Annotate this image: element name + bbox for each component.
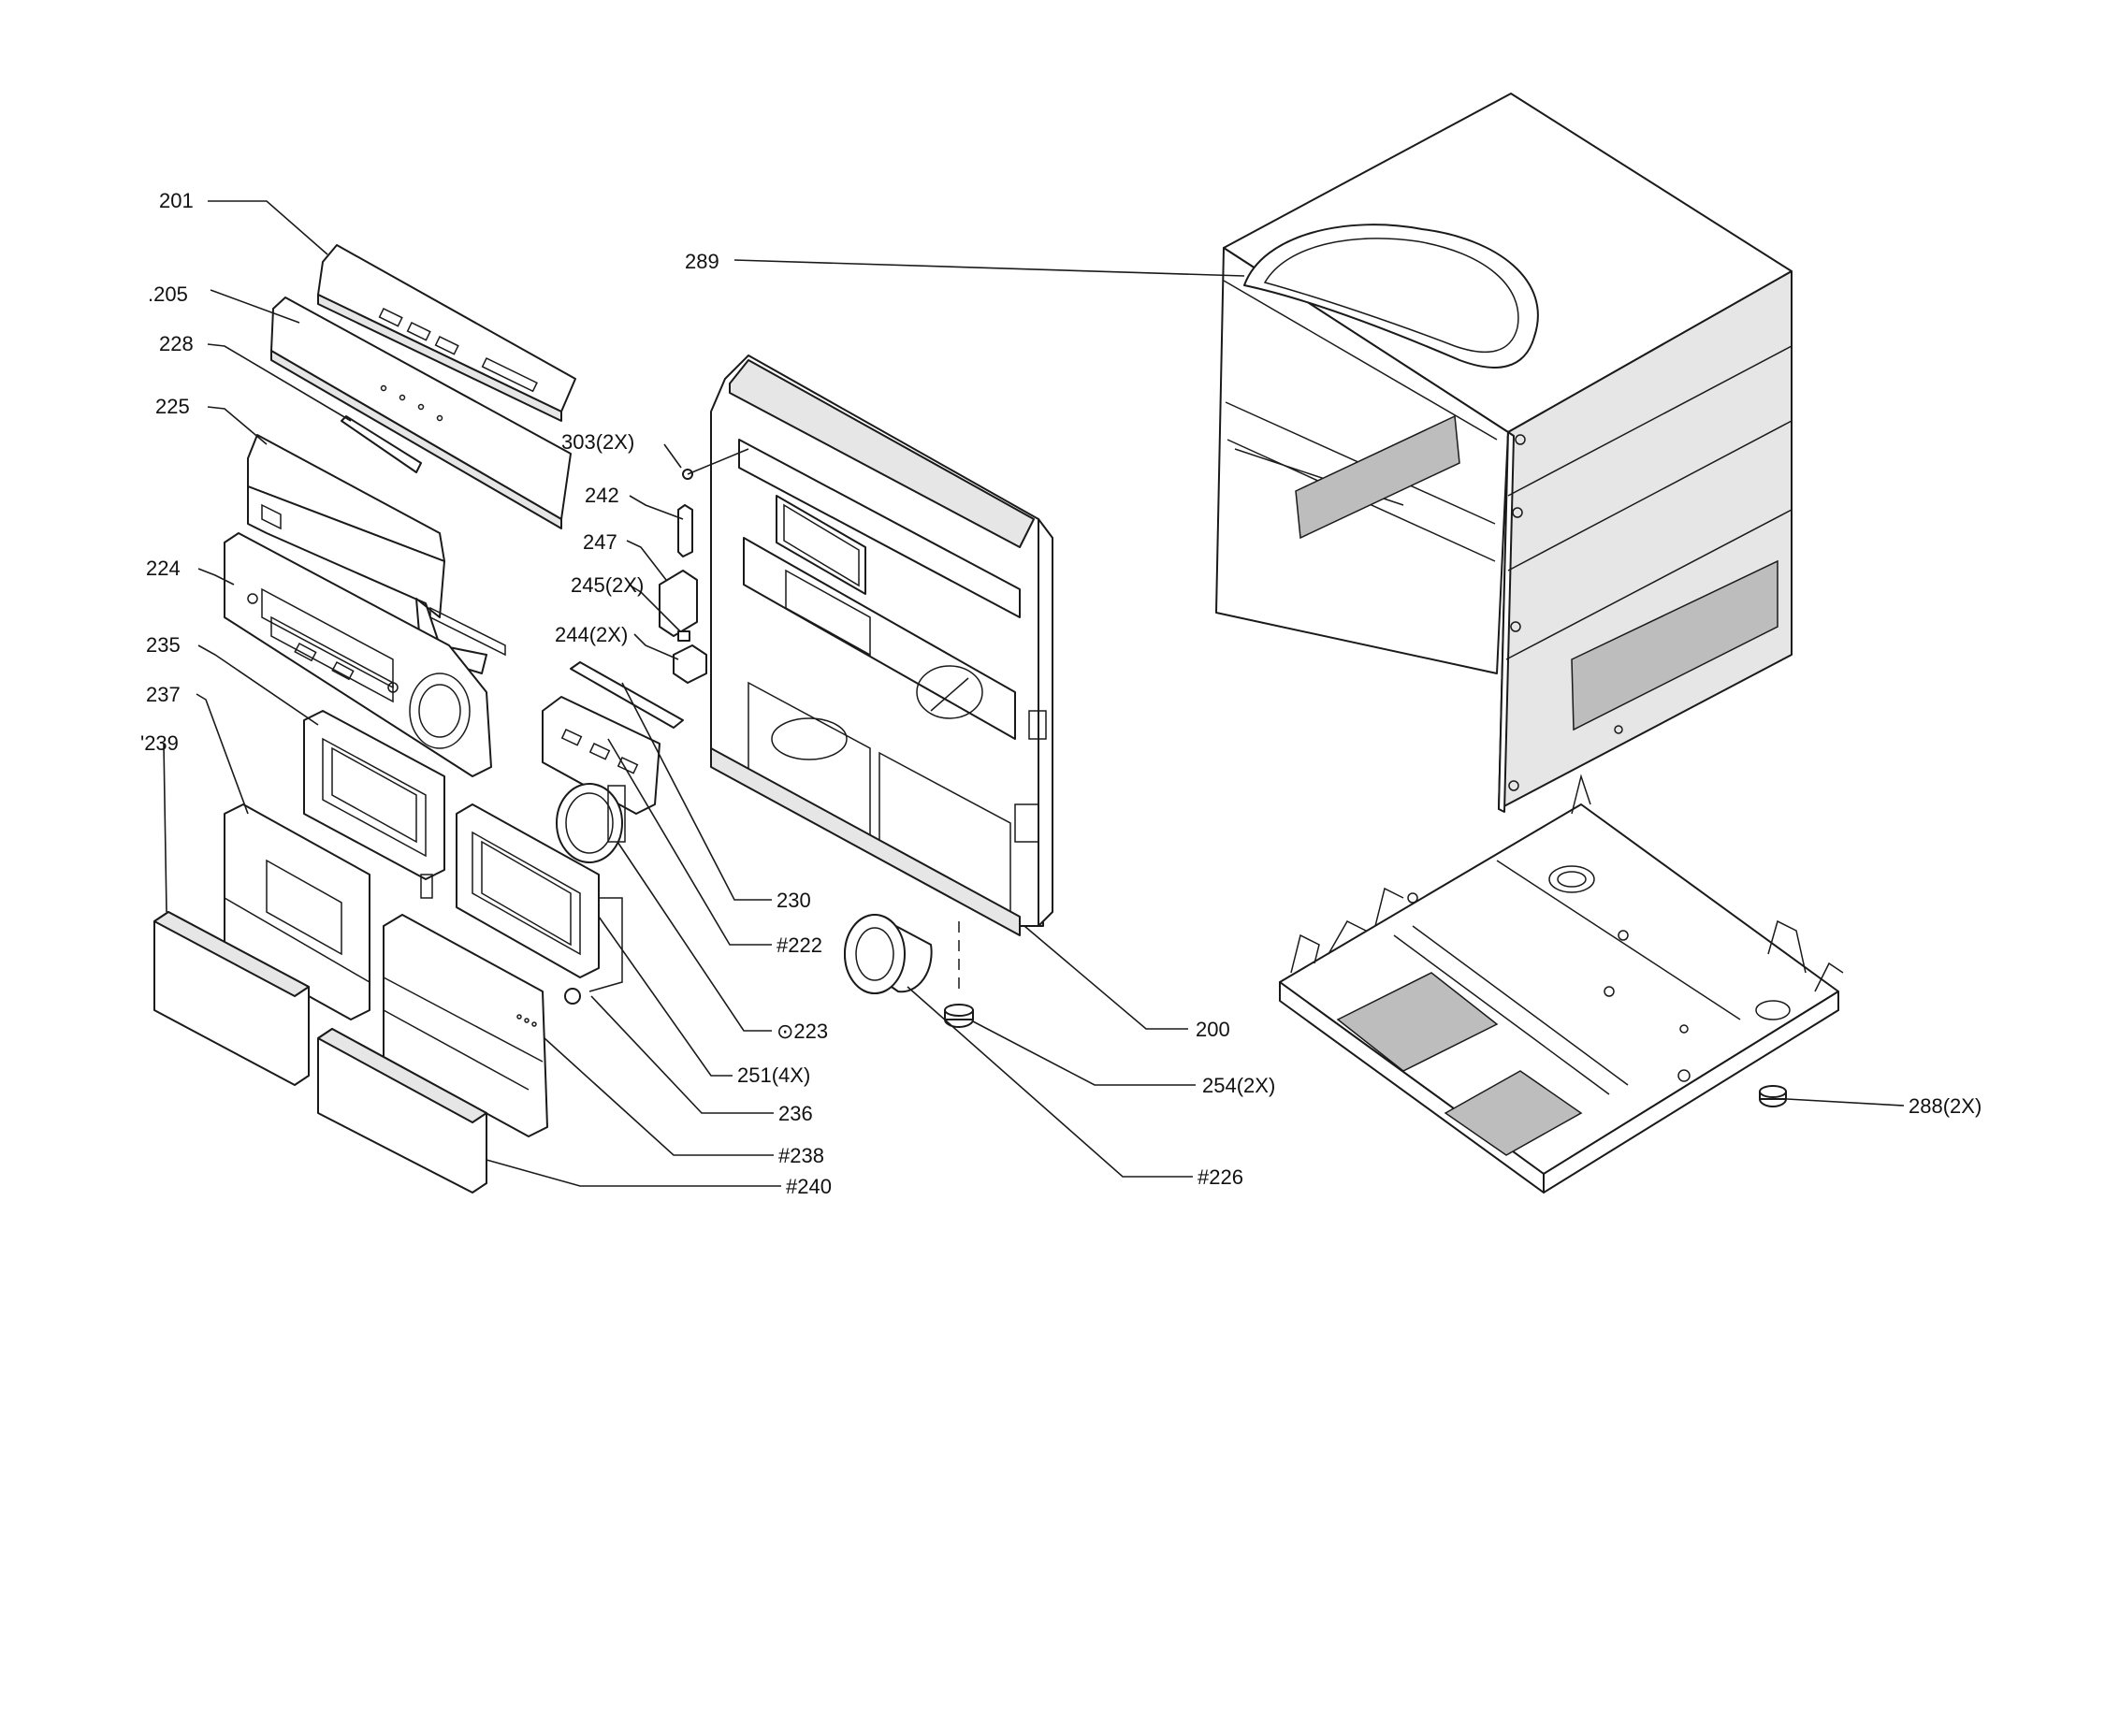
cassette-frame-236 <box>456 803 623 1005</box>
clip-244 <box>673 644 707 684</box>
cabinet-vent-grille-right <box>1571 559 1778 731</box>
cabinet-vent-grille-left <box>1295 414 1460 540</box>
label-238: #238 <box>778 1144 824 1167</box>
cabinet-housing <box>1215 93 1793 813</box>
strip-230 <box>570 661 684 729</box>
label-236: 236 <box>778 1102 813 1125</box>
label-251: 251(4X) <box>737 1063 810 1087</box>
leader-lines <box>163 200 1905 1187</box>
label-223: ⊙223 <box>777 1020 828 1043</box>
small-bracket-242 <box>677 504 693 557</box>
bracket-222 <box>542 696 661 815</box>
front-cover-225 <box>247 434 506 674</box>
door-face-240 <box>317 1028 487 1194</box>
label-240: #240 <box>786 1175 832 1198</box>
screw-303 <box>682 448 749 480</box>
label-228: 228 <box>159 332 194 355</box>
label-225: 225 <box>155 395 190 418</box>
label-254: 254(2X) <box>1202 1074 1275 1097</box>
top-trim-201 <box>317 244 576 422</box>
top-trim-ring-289 <box>1243 224 1539 369</box>
chassis-perforated-plate-b <box>1444 1070 1583 1156</box>
ring-223 <box>556 783 626 863</box>
label-201: 201 <box>159 189 194 212</box>
label-226: #226 <box>1198 1165 1243 1189</box>
small-bracket-247 <box>659 570 698 637</box>
label-303: 303(2X) <box>561 430 634 454</box>
part-labels: 201 .205 228 225 224 235 237 '239 303(2X… <box>140 189 1982 1198</box>
label-245: 245(2X) <box>571 573 644 597</box>
chassis-perforated-plate-a <box>1336 972 1499 1072</box>
label-200: 200 <box>1196 1018 1230 1041</box>
front-bezel-224 <box>224 532 492 777</box>
label-237: 237 <box>146 683 181 706</box>
label-230: 230 <box>777 889 811 912</box>
label-224: 224 <box>146 557 181 580</box>
bottom-chassis <box>1279 774 1844 1194</box>
cassette-frame-235 <box>303 710 445 899</box>
label-288: 288(2X) <box>1909 1094 1982 1118</box>
label-222: #222 <box>777 933 822 957</box>
top-panel-205 <box>270 297 572 529</box>
foot-254 <box>944 921 974 1028</box>
label-239: '239 <box>140 731 179 755</box>
label-247: 247 <box>583 530 617 554</box>
front-panel-200 <box>710 354 1053 936</box>
label-244: 244(2X) <box>555 623 628 646</box>
label-242: 242 <box>585 484 619 507</box>
label-205: .205 <box>148 282 188 306</box>
clip-245 <box>677 630 690 642</box>
knob-226 <box>844 914 933 994</box>
label-235: 235 <box>146 633 181 657</box>
label-289: 289 <box>685 250 719 273</box>
door-face-239 <box>153 911 310 1086</box>
foot-288 <box>1759 1085 1787 1107</box>
